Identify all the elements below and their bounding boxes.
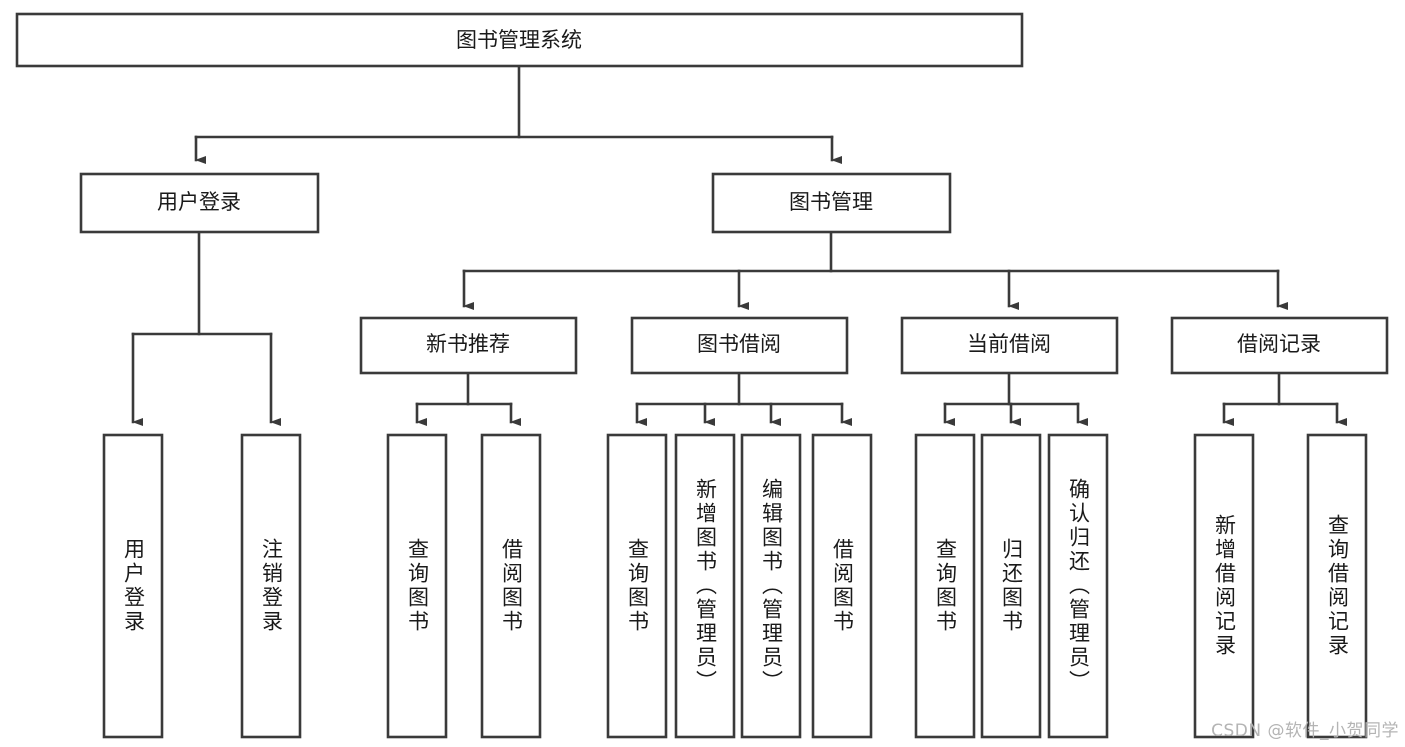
node-newbook-box[interactable]: [359, 316, 578, 375]
node-leaf7-box[interactable]: [740, 433, 802, 739]
node-login-box[interactable]: [79, 172, 320, 234]
node-login[interactable]: 用户登录: [79, 172, 320, 234]
node-record-box[interactable]: [1170, 316, 1389, 375]
node-leaf3-box[interactable]: [386, 433, 448, 739]
node-leaf1-box[interactable]: [102, 433, 164, 739]
node-current-label: 当前借阅: [967, 332, 1051, 356]
node-leaf8-box[interactable]: [811, 433, 873, 739]
node-current[interactable]: 当前借阅: [900, 316, 1119, 375]
node-root-box[interactable]: [15, 12, 1024, 68]
node-leaf4-box[interactable]: [480, 433, 542, 739]
node-record[interactable]: 借阅记录: [1170, 316, 1389, 375]
node-leaf6-box[interactable]: [674, 433, 736, 739]
node-current-box[interactable]: [900, 316, 1119, 375]
csdn-watermark: CSDN @软件_小贺同学: [1211, 721, 1399, 741]
node-login-label: 用户登录: [157, 190, 241, 214]
node-bookmgmt-label: 图书管理: [789, 190, 873, 214]
node-leaf10-box[interactable]: [980, 433, 1042, 739]
node-record-label: 借阅记录: [1237, 332, 1321, 356]
node-newbook[interactable]: 新书推荐: [359, 316, 578, 375]
node-leaf12-box[interactable]: [1193, 433, 1255, 739]
node-bookmgmt-box[interactable]: [711, 172, 952, 234]
node-borrow-box[interactable]: [630, 316, 849, 375]
connector-group: [131, 64, 1347, 426]
node-borrow[interactable]: 图书借阅: [630, 316, 849, 375]
node-leaf11-box[interactable]: [1047, 433, 1109, 739]
node-root[interactable]: 图书管理系统: [15, 12, 1024, 68]
node-bookmgmt[interactable]: 图书管理: [711, 172, 952, 234]
node-leaf9-box[interactable]: [914, 433, 976, 739]
node-leaf5-box[interactable]: [606, 433, 668, 739]
leaf-box-group: [102, 433, 1368, 739]
node-root-label: 图书管理系统: [456, 28, 582, 52]
node-leaf13-box[interactable]: [1306, 433, 1368, 739]
node-borrow-label: 图书借阅: [697, 332, 781, 356]
node-newbook-label: 新书推荐: [426, 332, 510, 356]
node-leaf2-box[interactable]: [240, 433, 302, 739]
